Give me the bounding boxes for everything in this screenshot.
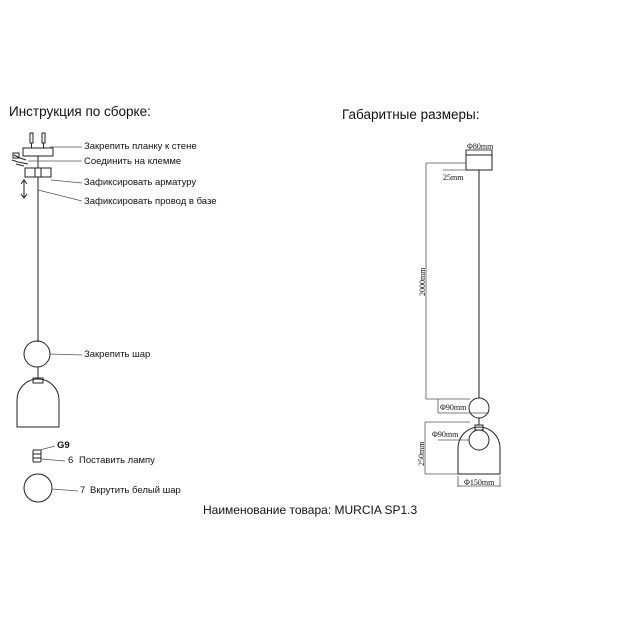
bulb-icon <box>32 449 42 463</box>
dim-canopy <box>465 149 493 171</box>
step-label-terminal: Соединить на клемме <box>84 156 182 167</box>
step-label-ball: Закрепить шар <box>84 349 151 360</box>
step-label-cable: Зафиксировать провод в базе <box>84 196 217 207</box>
bulb-type-label: G9 <box>57 440 70 451</box>
glass-shade <box>16 377 60 428</box>
mounting-bracket <box>22 147 54 157</box>
dim-shade-diameter: Φ150mm <box>464 478 495 487</box>
dimensions-title: Габаритные размеры: <box>342 107 480 122</box>
step-label-fitting: Зафиксировать арматуру <box>84 177 197 188</box>
assembly-drawing <box>11 132 60 503</box>
product-name: Наименование товара: MURCIA SP1.3 <box>203 503 418 517</box>
canopy <box>24 167 52 178</box>
dim-inner-ball <box>468 429 490 451</box>
dim-canopy-diameter: Φ80mm <box>467 142 494 151</box>
white-ball <box>23 473 53 503</box>
step-number-lamp: 6 <box>68 455 74 466</box>
dim-ball-diameter-2: Φ90mm <box>432 430 459 439</box>
dim-shade-height: 250mm <box>417 441 426 466</box>
dim-canopy-height: 25mm <box>443 173 464 182</box>
step-number-white-ball: 7 <box>80 485 86 496</box>
dim-ball <box>468 397 490 419</box>
dim-ball-diameter-1: Φ90mm <box>440 403 467 412</box>
assembly-title: Инструкция по сборке: <box>9 104 151 119</box>
dimension-lines <box>424 149 501 487</box>
step-label-white-ball: Вкрутить белый шар <box>90 485 181 496</box>
dimension-drawing <box>457 149 501 475</box>
screw-icon <box>29 132 46 148</box>
step-label-bracket: Закрепить планку к стене <box>84 141 197 152</box>
leader-lines <box>28 146 83 492</box>
dim-shade <box>457 426 501 475</box>
step-label-lamp: Поставить лампу <box>79 455 155 466</box>
glass-ball <box>23 340 51 368</box>
dim-cable-length: 2000mm <box>418 267 427 296</box>
terminal-wires <box>11 152 29 167</box>
adjust-arrow-icon <box>20 179 28 199</box>
